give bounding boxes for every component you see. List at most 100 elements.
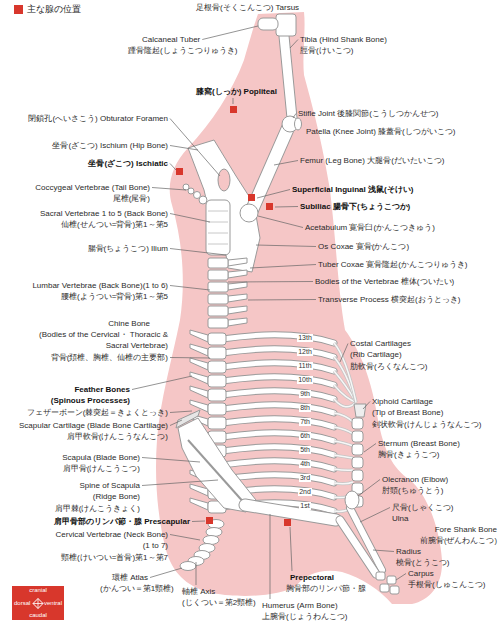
carpal-bone	[390, 586, 399, 594]
bone-label: 手根骨(しゅこんこつ)	[408, 579, 485, 590]
legend-text: 主な腺の位置	[27, 4, 81, 15]
bone-label: 肩甲棘(けんこうきょく)	[55, 503, 140, 514]
lumbar-vertebra	[208, 306, 228, 316]
thoracic-vertebra	[208, 389, 226, 401]
leader-line	[132, 376, 192, 390]
bone-label: Olecranon (Elbow)	[382, 474, 448, 485]
lumbar-vertebra	[208, 282, 228, 292]
direction-word: caudal	[29, 612, 47, 619]
orientation-box: cranialdorsalventralcaudal	[12, 586, 64, 620]
bone-label: Superficial Inguinal 浅鼠(そけい)	[292, 184, 413, 195]
rib-bone	[222, 433, 334, 441]
leader-line	[256, 245, 316, 247]
bone-label: Sternum (Breast Bone)	[378, 438, 460, 449]
bone-label: Sacral Vertebrae 1 to 5 (Back Bone)	[40, 208, 168, 219]
leader-line	[170, 357, 210, 359]
transverse-process	[228, 270, 247, 278]
rib-bone	[222, 461, 334, 469]
thoracic-vertebra	[208, 361, 226, 373]
rib-bone	[222, 405, 334, 413]
leader-line	[233, 98, 234, 104]
bone-label: 尺骨(しゃくこつ)	[392, 502, 453, 513]
bone-label: Os Coxae 寛骨(かんこつ)	[318, 241, 409, 252]
sternum-segment	[352, 431, 363, 442]
leader-line	[360, 508, 390, 523]
thoracic-vertebra	[208, 347, 226, 359]
bone-label: Bodies of the Vertebrae 椎体(ついたい)	[315, 276, 454, 287]
spinous-process	[190, 386, 208, 398]
olecranon-bone	[345, 491, 359, 509]
direction-word: ventral	[44, 600, 62, 607]
rib-number: 4th	[299, 460, 311, 468]
leader-line	[248, 299, 316, 301]
rib-number: 8th	[299, 404, 311, 412]
bone-label: 胸骨部のリンパ節・腺	[286, 583, 366, 594]
leader-line	[228, 281, 313, 283]
leader-line	[396, 574, 406, 581]
rib-bone	[222, 447, 334, 455]
rib-number: 3rd	[299, 474, 311, 482]
rib-bone	[222, 349, 334, 357]
rib-number: 11th	[297, 362, 312, 370]
leader-line	[257, 190, 290, 199]
leader-line	[364, 444, 376, 453]
bone-label: 仙椎(せんつい=背骨)第1～第5	[61, 219, 168, 230]
leader-line	[152, 188, 186, 191]
leader-line	[170, 286, 210, 291]
bone-label: 剣状軟骨(けんじょうなんこつ)	[372, 419, 481, 430]
transverse-process	[228, 318, 247, 326]
rib-bone	[222, 363, 334, 371]
sternum-segment	[352, 418, 363, 429]
costal-cartilage	[334, 482, 353, 484]
patella-bone	[295, 118, 302, 130]
bone-label: Calcaneal Tuber	[142, 34, 200, 45]
leader-line	[275, 206, 298, 208]
leader-line	[150, 568, 182, 578]
bone-label: 尾椎(尾骨)	[113, 193, 150, 204]
sacral-joint	[208, 222, 228, 223]
bone-label: 環椎 Atlas	[112, 572, 148, 583]
bone-label: Feather Bones (Spinous Processes)	[48, 384, 130, 406]
costal-cartilage	[334, 469, 353, 470]
cervical-vertebra	[180, 562, 196, 571]
bone-label: 膝窩(しっか) Popliteal	[196, 86, 277, 97]
bone-label: フェザーボーン(棘突起＝きょくとっき)	[27, 407, 168, 418]
leader-line	[340, 344, 348, 363]
bone-label: Coccygeal Vertebrae (Tail Bone)	[35, 182, 150, 193]
rib-number: 2nd	[298, 488, 312, 496]
direction-word: cranial	[29, 587, 47, 594]
costal-cartilage	[334, 455, 353, 458]
bone-label: 胸骨(きょうこつ)	[378, 449, 439, 460]
bone-label: 頸椎(けいつい=首骨)第1～第7	[61, 552, 168, 563]
bone-label: 軸椎 Axis	[182, 586, 215, 597]
rib-number: 13th	[297, 334, 313, 342]
bone-label: 橈骨(とうこつ)	[396, 557, 449, 568]
lymph-node-marker	[284, 519, 291, 526]
leader-line	[290, 40, 298, 49]
lumbar-vertebra	[208, 294, 228, 304]
bone-label: Lumbar Vertebrae (Back Bone)(1 to 6)	[32, 280, 168, 291]
leader-line	[170, 249, 226, 256]
bone-label: 肩甲軟骨(けんこうなんこつ)	[67, 431, 168, 442]
transverse-process	[228, 282, 247, 290]
bone-label: 坐骨(ざこつ) Ischium (Hip Bone)	[52, 140, 168, 151]
thoracic-vertebra	[208, 403, 226, 415]
leader-line	[358, 480, 380, 497]
leader-line	[170, 420, 182, 426]
bone-label: 背骨(頚椎、胸椎、仙椎の主要部)	[51, 352, 168, 363]
sacral-joint	[208, 233, 228, 234]
bone-label: Acetabulum 寛骨臼(かんこつきゅう)	[305, 222, 435, 233]
bone-label: (Bodies of the Cervical・ Thoracic & Sacr…	[28, 329, 168, 351]
scapular-cartilage	[176, 410, 200, 428]
leader-line	[373, 550, 394, 552]
tibia-bone	[284, 36, 292, 118]
leader-line	[170, 535, 200, 541]
lumbar-vertebra	[208, 270, 228, 280]
lymph-node-marker	[176, 168, 183, 175]
spinous-process	[190, 330, 208, 342]
tail-vertebra	[183, 184, 189, 190]
costal-cartilage	[334, 413, 353, 422]
leader-line	[192, 521, 205, 523]
pelvis-bone	[188, 140, 260, 272]
rib-number: 10th	[297, 376, 313, 384]
